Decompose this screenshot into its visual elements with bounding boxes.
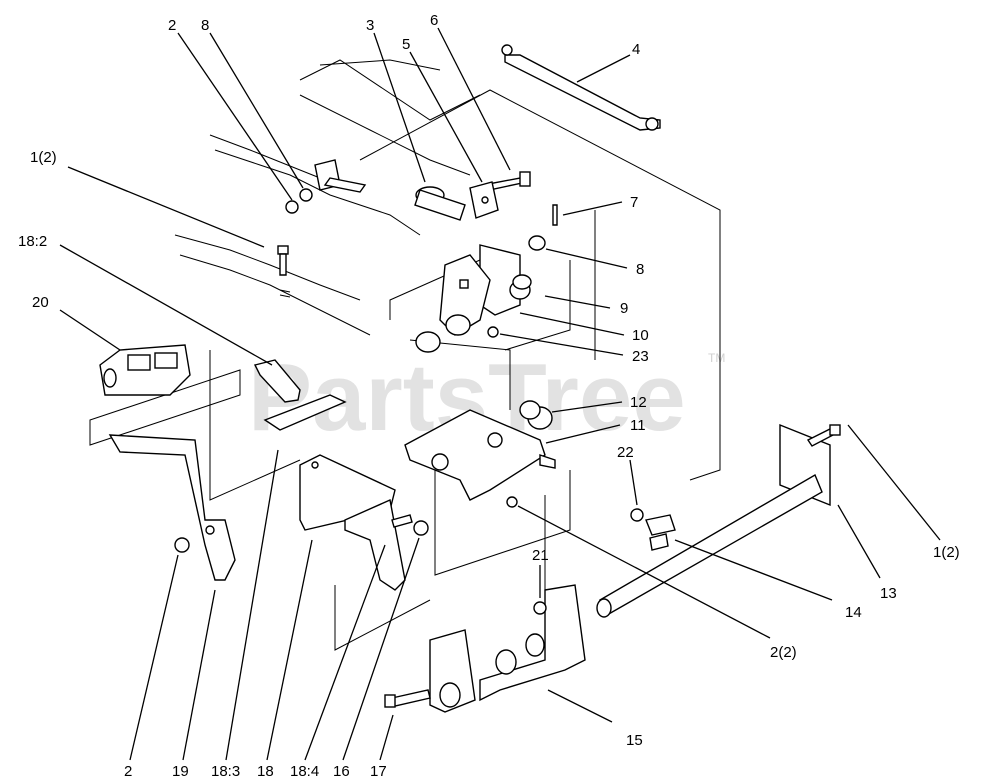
- part-20-pedal-pad: [99, 344, 191, 396]
- callout-labels: 2 8 3 5 6 4 1(2) 18:2 7 8 9 10 20 23 12 …: [18, 12, 960, 780]
- part-14-fitting: [645, 514, 676, 551]
- callout-22: 22: [617, 444, 634, 461]
- part-18-2-pad: [253, 359, 301, 403]
- callout-7: 7: [630, 194, 638, 211]
- callout-18: 18: [257, 763, 274, 780]
- callout-13: 13: [880, 585, 897, 602]
- part-2-nut-top: [285, 188, 313, 214]
- callout-19: 19: [172, 763, 189, 780]
- callout-10: 10: [632, 327, 649, 344]
- part-22-nut: [630, 508, 644, 522]
- part-1-bolt-left: [277, 245, 291, 298]
- part-18-3-plate: [263, 394, 347, 431]
- callout-5: 5: [402, 36, 410, 53]
- hidden-edge-boxes: [89, 350, 571, 651]
- watermark-trademark: TM: [708, 351, 725, 365]
- part-21-nut: [533, 601, 547, 615]
- part-19-pedal-lever: [108, 434, 236, 581]
- leader-lines: [59, 27, 941, 761]
- part-12-bushing: [519, 400, 553, 430]
- part-7-pin: [552, 204, 558, 226]
- part-1-bolt-right: [806, 424, 841, 447]
- callout-17: 17: [370, 763, 387, 780]
- part-9-bushing: [509, 274, 532, 300]
- callout-23: 23: [632, 348, 649, 365]
- part-18-pedal: [299, 454, 406, 591]
- part-8-washer: [528, 235, 546, 251]
- callout-8-right: 8: [636, 261, 644, 278]
- part-bushing-left: [415, 314, 471, 353]
- part-13-shaft: [596, 423, 831, 618]
- callout-8: 8: [201, 17, 209, 34]
- callout-18-4: 18:4: [290, 763, 319, 780]
- part-18-4-pin: [391, 514, 413, 528]
- frame-outline: [174, 59, 721, 481]
- callout-4: 4: [632, 41, 640, 58]
- callout-16: 16: [333, 763, 350, 780]
- part-16-washer: [413, 520, 429, 536]
- part-23-nut: [487, 326, 499, 338]
- callout-21: 21: [532, 547, 549, 564]
- callout-2: 2: [168, 17, 176, 34]
- part-5-bracket: [469, 181, 499, 219]
- callout-18-3: 18:3: [211, 763, 240, 780]
- part-17-bolt: [384, 689, 431, 708]
- part-10-bracket: [439, 244, 521, 336]
- callout-6: 6: [430, 12, 438, 29]
- callout-20: 20: [32, 294, 49, 311]
- part-pedal-arm: [314, 159, 367, 193]
- part-11-pivot-bracket: [404, 409, 556, 501]
- part-4-rod: [501, 44, 661, 131]
- callout-14: 14: [845, 604, 862, 621]
- callout-1-2-right: 1(2): [933, 544, 960, 561]
- part-2-nut-lower: [174, 537, 190, 553]
- callout-2-2: 2(2): [770, 644, 797, 661]
- callout-11: 11: [630, 417, 646, 434]
- part-2-2-nut: [506, 496, 518, 508]
- callout-12: 12: [630, 394, 647, 411]
- callout-9: 9: [620, 300, 628, 317]
- callout-1-2-left: 1(2): [30, 149, 57, 166]
- callout-3: 3: [366, 17, 374, 34]
- callout-18-2: 18:2: [18, 233, 47, 250]
- callout-2-bottom: 2: [124, 763, 132, 780]
- callout-15: 15: [626, 732, 643, 749]
- part-3-pin: [414, 186, 466, 221]
- part-15-lower-bracket: [429, 584, 586, 713]
